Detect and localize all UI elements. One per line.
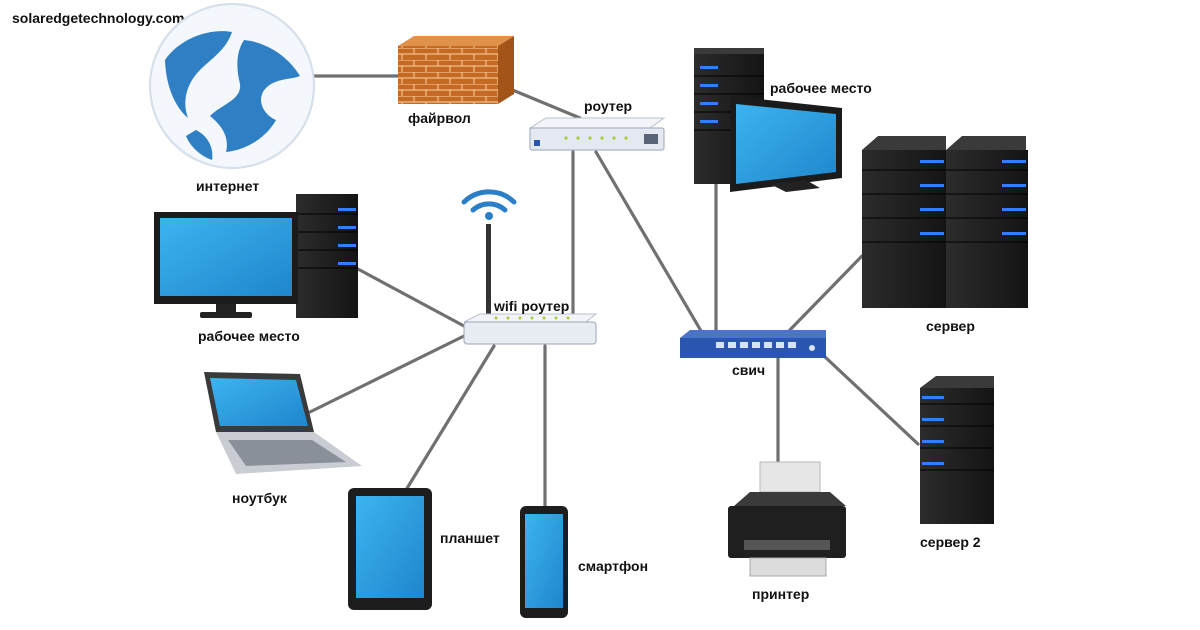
switch-icon xyxy=(680,330,826,358)
monitor-icon xyxy=(730,96,842,192)
firewall-icon xyxy=(398,36,514,104)
laptop-icon xyxy=(204,372,362,474)
label-laptop: ноутбук xyxy=(232,490,287,506)
router-icon xyxy=(528,117,666,151)
label-server2: сервер 2 xyxy=(920,534,981,550)
cable-workstation-wifi xyxy=(354,266,466,328)
label-workstation-top: рабочее место xyxy=(770,80,872,96)
label-switch: свич xyxy=(732,362,766,378)
label-router: роутер xyxy=(584,98,633,114)
workstation-left xyxy=(154,194,358,318)
label-tablet: планшет xyxy=(440,530,500,546)
workstation-top xyxy=(694,48,842,192)
label-wifi-router: wifi роутер xyxy=(494,298,570,314)
cable-switch-server2 xyxy=(822,354,920,446)
label-printer: принтер xyxy=(752,586,810,602)
wifi-router-icon xyxy=(463,224,598,345)
label-internet: интернет xyxy=(196,178,260,194)
monitor-icon xyxy=(154,212,298,318)
globe-icon xyxy=(149,3,315,169)
tablet-icon xyxy=(348,488,432,610)
smartphone-icon xyxy=(520,506,568,618)
cable-laptop-wifi xyxy=(308,334,466,414)
cable-router-switch xyxy=(594,150,706,338)
site-watermark: solaredgetechnology.com xyxy=(12,10,185,26)
label-firewall: файрвол xyxy=(408,110,471,126)
printer-icon xyxy=(728,461,846,577)
server-tower-icon xyxy=(296,194,358,318)
label-server: сервер xyxy=(926,318,975,334)
server-rack xyxy=(862,136,1028,308)
server-tower-icon xyxy=(920,376,994,524)
cable-server-switch xyxy=(782,254,864,338)
wifi-signal-icon xyxy=(461,189,517,220)
cable-tablet-wifi xyxy=(404,344,496,492)
label-smartphone: смартфон xyxy=(578,558,649,574)
server-tower-icon xyxy=(862,136,946,308)
server-tower-icon xyxy=(946,136,1028,308)
cables xyxy=(308,74,920,508)
label-workstation-left: рабочее место xyxy=(198,328,300,344)
